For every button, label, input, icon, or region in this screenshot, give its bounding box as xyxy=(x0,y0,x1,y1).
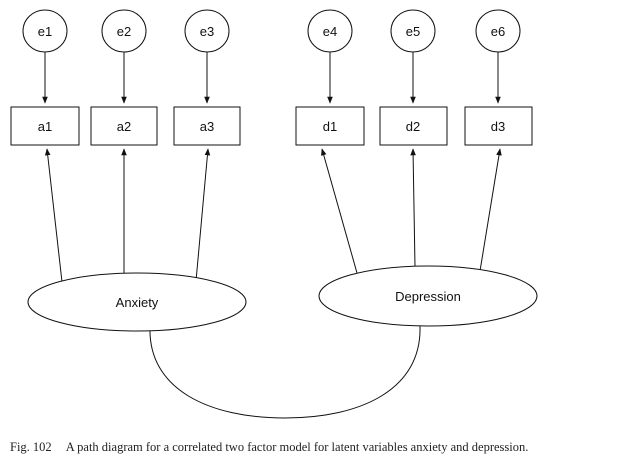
indicator-label-a1: a1 xyxy=(38,119,52,134)
factor-label-depression: Depression xyxy=(395,289,461,304)
error-term-e4: e4 xyxy=(307,9,353,53)
figure-caption: Fig. 102 A path diagram for a correlated … xyxy=(10,440,625,455)
error-term-e5: e5 xyxy=(390,9,436,53)
factor-label-anxiety: Anxiety xyxy=(116,295,159,310)
error-term-e1: e1 xyxy=(22,9,68,53)
error-term-e6: e6 xyxy=(475,9,521,53)
indicator-a1: a1 xyxy=(10,106,80,146)
indicator-label-d2: d2 xyxy=(406,119,420,134)
error-label-e6: e6 xyxy=(491,24,505,39)
path-diagram: e1 e2 e3 e4 e5 e6 a1 a2 a3 d1 xyxy=(10,9,538,419)
indicator-d1: d1 xyxy=(295,106,365,146)
factor-correlation-arc xyxy=(149,325,421,419)
error-label-e4: e4 xyxy=(323,24,337,39)
caption-text: A path diagram for a correlated two fact… xyxy=(65,440,529,454)
indicator-a2: a2 xyxy=(90,106,158,146)
indicator-label-d3: d3 xyxy=(491,119,505,134)
loading-arrow-d3 xyxy=(479,148,502,272)
indicator-label-d1: d1 xyxy=(323,119,337,134)
figure-number: Fig. 102 xyxy=(10,440,52,454)
loading-arrow-a1 xyxy=(44,148,63,283)
indicator-d3: d3 xyxy=(464,106,533,146)
loading-arrow-d2 xyxy=(410,148,416,268)
error-label-e1: e1 xyxy=(38,24,52,39)
loading-arrow-a3 xyxy=(195,148,211,282)
error-label-e5: e5 xyxy=(406,24,420,39)
indicator-d2: d2 xyxy=(379,106,448,146)
error-label-e3: e3 xyxy=(200,24,214,39)
indicator-label-a2: a2 xyxy=(117,119,131,134)
error-term-e3: e3 xyxy=(184,9,230,53)
indicator-a3: a3 xyxy=(173,106,241,146)
error-term-e2: e2 xyxy=(101,9,147,53)
loading-arrow-d1 xyxy=(321,148,358,274)
factor-depression: Depression xyxy=(318,265,538,327)
factor-anxiety: Anxiety xyxy=(27,272,247,332)
error-label-e2: e2 xyxy=(117,24,131,39)
indicator-label-a3: a3 xyxy=(200,119,214,134)
